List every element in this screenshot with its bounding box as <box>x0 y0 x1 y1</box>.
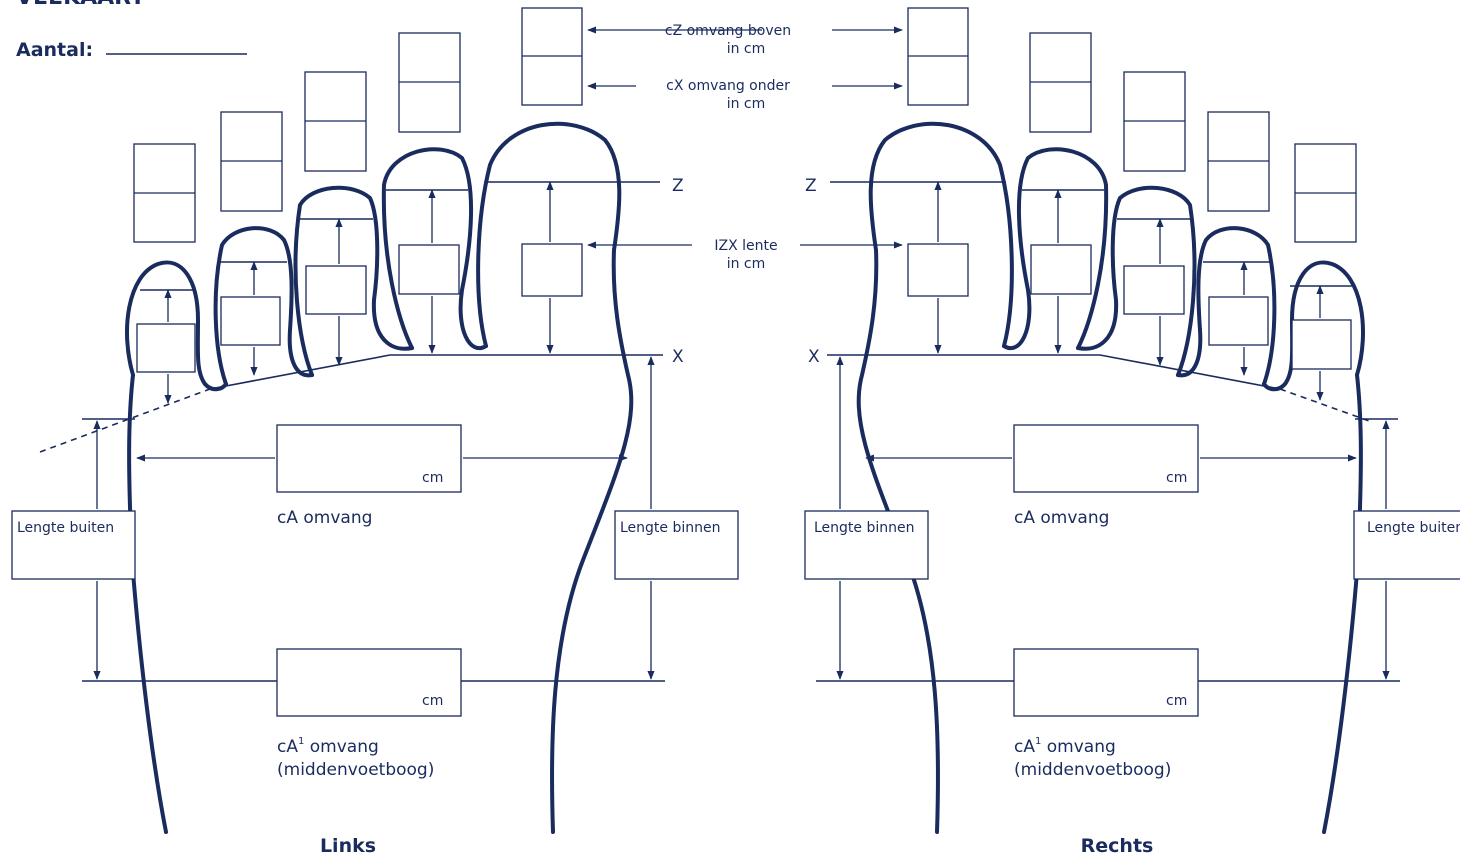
right-toe-2 <box>1002 147 1109 350</box>
left-lengte-binnen-label: Lengte binnen <box>620 520 721 536</box>
left-toe-5-izx-box[interactable] <box>136 323 196 373</box>
right-ca-unit: cm <box>1166 470 1187 486</box>
right-lengte-buiten-label: Lengte buiten <box>1367 520 1460 536</box>
right-ca1-label-line2: (middenvoetboog) <box>1014 760 1171 780</box>
right-lengte-buiten-box[interactable] <box>1353 510 1460 580</box>
right-lengte-binnen-label: Lengte binnen <box>814 520 915 536</box>
right-foot-outer-edge <box>1322 373 1363 834</box>
left-ca-box[interactable] <box>276 424 462 493</box>
right-ca-label: cA omvang <box>1014 508 1109 528</box>
page-title: VEEKAART <box>16 0 145 10</box>
right-toe-5 <box>1262 260 1365 392</box>
left-toe-4-izx-box[interactable] <box>220 296 281 346</box>
left-toe-2-izx-box[interactable] <box>398 244 460 295</box>
aantal-label: Aantal: <box>16 39 93 61</box>
right-foot-inner-edge <box>856 248 940 834</box>
left-ca-label: cA omvang <box>277 508 372 528</box>
left-ca1-label: cA1 omvang <box>277 736 379 757</box>
left-toe-2 <box>381 147 488 350</box>
right-toe-5-izx-box[interactable] <box>1291 319 1352 370</box>
cz-label-line1: cZ omvang boven <box>665 23 791 39</box>
right-foot-title: Rechts <box>1081 835 1154 857</box>
right-x-marker: X <box>808 347 820 367</box>
right-toe-3-izx-box[interactable] <box>1123 265 1185 315</box>
left-lengte-buiten-label: Lengte buiten <box>17 520 114 536</box>
izx-label-line1: IZX lente <box>714 238 777 254</box>
right-toe-3 <box>1076 185 1197 377</box>
right-ca1-unit: cm <box>1166 693 1187 709</box>
left-big-toe-izx-box[interactable] <box>521 243 583 297</box>
left-big-toe <box>476 121 622 348</box>
cx-label-line2: in cm <box>727 96 766 112</box>
left-foot: cm cA omvang cm cA1 omvang (middenvoetbo… <box>11 7 739 857</box>
right-big-toe <box>868 121 1014 348</box>
left-z-marker: Z <box>672 176 684 196</box>
left-lengte-buiten-box[interactable] <box>11 510 136 580</box>
right-ca-box[interactable] <box>1013 424 1199 493</box>
left-foot-title: Links <box>320 835 376 857</box>
right-toe-4-izx-box[interactable] <box>1208 296 1269 346</box>
left-ca1-unit: cm <box>422 693 443 709</box>
left-toe-5 <box>125 260 228 392</box>
left-toe-3 <box>293 185 414 377</box>
left-foot-inner-edge <box>550 248 634 834</box>
left-ca1-label-line2: (middenvoetboog) <box>277 760 434 780</box>
right-lengte-binnen-box[interactable] <box>804 510 929 580</box>
cz-label-line2: in cm <box>727 41 766 57</box>
izx-label-line2: in cm <box>727 256 766 272</box>
right-ca1-label: cA1 omvang <box>1014 736 1116 757</box>
cx-label-line1: cX omvang onder <box>666 78 790 94</box>
left-foot-outer-edge <box>127 373 168 834</box>
left-ca-unit: cm <box>422 470 443 486</box>
right-z-marker: Z <box>805 176 817 196</box>
left-ca1-box[interactable] <box>276 648 462 717</box>
right-toe-4 <box>1176 226 1277 386</box>
left-toe-3-izx-box[interactable] <box>305 265 367 315</box>
right-big-toe-izx-box[interactable] <box>907 243 969 297</box>
right-foot: cm cA omvang cm cA1 omvang (middenvoetbo… <box>804 7 1460 857</box>
left-x-marker: X <box>672 347 684 367</box>
left-lengte-binnen-box[interactable] <box>614 510 739 580</box>
right-toe-2-izx-box[interactable] <box>1030 244 1092 295</box>
left-toe-4 <box>213 226 314 386</box>
right-ca1-box[interactable] <box>1013 648 1199 717</box>
center-labels: cZ omvang boven in cm cX omvang onder in… <box>587 23 903 367</box>
